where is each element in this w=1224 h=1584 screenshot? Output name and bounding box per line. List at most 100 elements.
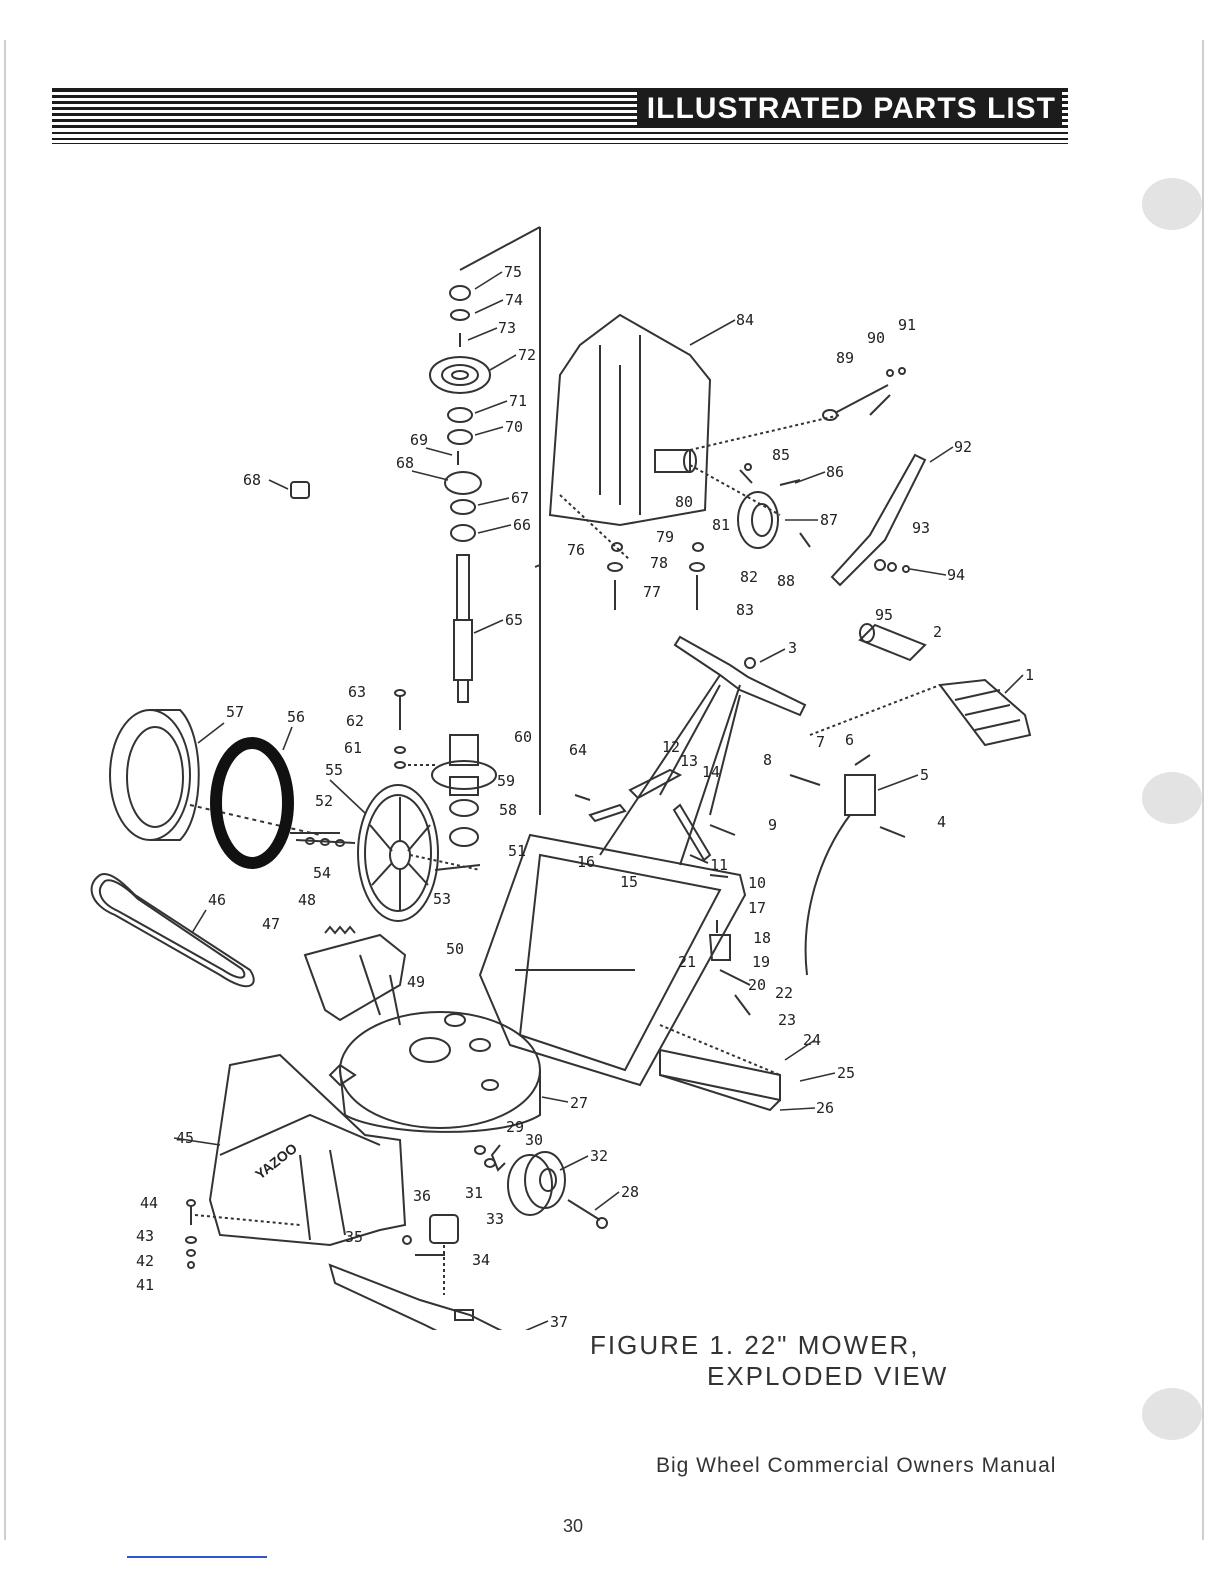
callout-77: 77	[643, 583, 661, 601]
callout-61: 61	[344, 739, 362, 757]
binder-hole-bottom	[1142, 1388, 1202, 1440]
figure-caption-line2: EXPLODED VIEW	[707, 1361, 949, 1391]
callout-23: 23	[778, 1011, 796, 1029]
engine-pulley	[737, 491, 779, 549]
deck-frame	[478, 833, 747, 1087]
callout-27: 27	[570, 1094, 588, 1112]
callout-18: 18	[753, 929, 771, 947]
tire-band	[210, 737, 294, 869]
callout-31: 31	[465, 1184, 483, 1202]
callout-57: 57	[226, 703, 244, 721]
callout-81: 81	[712, 516, 730, 534]
callout-1: 1	[1025, 666, 1034, 684]
callout-51: 51	[508, 842, 526, 860]
callout-47: 47	[262, 915, 280, 933]
washer-part	[450, 309, 470, 321]
callout-11: 11	[710, 856, 728, 874]
callout-2: 2	[933, 623, 942, 641]
drive-pulley	[429, 356, 491, 394]
callout-46: 46	[208, 891, 226, 909]
callout-44: 44	[140, 1194, 158, 1212]
callout-66: 66	[513, 516, 531, 534]
callout-64: 64	[569, 741, 587, 759]
callout-10: 10	[748, 874, 766, 892]
figure-caption: FIGURE 1. 22" MOWER, EXPLODED VIEW	[590, 1330, 1010, 1392]
callout-90: 90	[867, 329, 885, 347]
callout-32: 32	[590, 1147, 608, 1165]
callout-65: 65	[505, 611, 523, 629]
handle-grip	[938, 678, 1032, 747]
callout-41: 41	[136, 1276, 154, 1294]
callout-36: 36	[413, 1187, 431, 1205]
left-edge-line	[4, 40, 6, 1540]
callout-34: 34	[472, 1251, 490, 1269]
callout-30: 30	[525, 1131, 543, 1149]
callout-12: 12	[662, 738, 680, 756]
callout-71: 71	[509, 392, 527, 410]
wheel-tire	[109, 709, 191, 841]
callout-17: 17	[748, 899, 766, 917]
big-wheel	[357, 784, 439, 922]
page-title: ILLUSTRATED PARTS LIST	[636, 90, 1062, 128]
callout-88: 88	[777, 572, 795, 590]
footer-rule	[127, 1556, 267, 1558]
callout-93: 93	[912, 519, 930, 537]
callout-29: 29	[506, 1118, 524, 1136]
right-edge-line	[1202, 40, 1204, 1540]
callout-54: 54	[313, 864, 331, 882]
callout-80: 80	[675, 493, 693, 511]
callout-73: 73	[498, 319, 516, 337]
callout-45: 45	[176, 1129, 194, 1147]
callout-68-left: 68	[243, 471, 261, 489]
callout-14: 14	[702, 763, 720, 781]
callout-8: 8	[763, 751, 772, 769]
callout-75: 75	[504, 263, 522, 281]
callout-58: 58	[499, 801, 517, 819]
callout-78: 78	[650, 554, 668, 572]
handle-bar	[673, 635, 807, 717]
figure-caption-line1: FIGURE 1. 22" MOWER,	[590, 1330, 920, 1360]
callout-28: 28	[621, 1183, 639, 1201]
front-wheel	[507, 1154, 553, 1216]
callout-49: 49	[407, 973, 425, 991]
callout-9: 9	[768, 816, 777, 834]
callout-92: 92	[954, 438, 972, 456]
callout-62: 62	[346, 712, 364, 730]
callout-48: 48	[298, 891, 316, 909]
callout-69: 69	[410, 431, 428, 449]
callout-5: 5	[920, 766, 929, 784]
rear-baffle	[659, 1048, 781, 1102]
callout-21: 21	[678, 953, 696, 971]
belt-guard	[303, 933, 407, 1022]
callout-55: 55	[325, 761, 343, 779]
callout-56: 56	[287, 708, 305, 726]
callout-87: 87	[820, 511, 838, 529]
callout-43: 43	[136, 1227, 154, 1245]
callout-79: 79	[656, 528, 674, 546]
brand-mark: YAZOO	[252, 1140, 300, 1183]
callout-15: 15	[620, 873, 638, 891]
binder-hole-top	[1142, 178, 1202, 230]
callout-25: 25	[837, 1064, 855, 1082]
nut-part	[449, 285, 471, 301]
callout-4: 4	[937, 813, 946, 831]
callout-35: 35	[345, 1228, 363, 1246]
callout-74: 74	[505, 291, 523, 309]
binder-hole-middle	[1142, 772, 1202, 824]
engine	[548, 313, 712, 527]
callout-82: 82	[740, 568, 758, 586]
header-rules	[52, 88, 1068, 144]
callout-70: 70	[505, 418, 523, 436]
callout-22: 22	[775, 984, 793, 1002]
callout-68: 68	[396, 454, 414, 472]
callout-13: 13	[680, 752, 698, 770]
mower-blade	[328, 1263, 503, 1330]
clutch-lever	[830, 453, 927, 587]
drive-belt	[90, 873, 255, 988]
callout-83: 83	[736, 601, 754, 619]
callout-95: 95	[875, 606, 893, 624]
callout-89: 89	[836, 349, 854, 367]
callout-94: 94	[947, 566, 965, 584]
manual-name: Big Wheel Commercial Owners Manual	[656, 1454, 1057, 1477]
